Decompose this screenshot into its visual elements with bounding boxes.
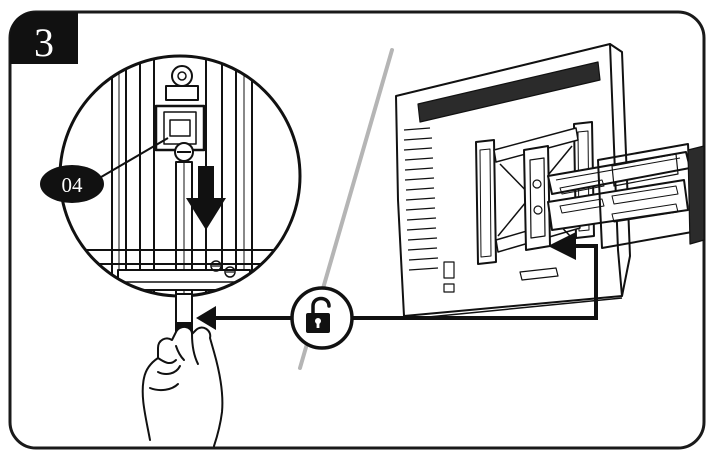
- connector-arrow: [214, 246, 598, 320]
- arrow-head-into-mount: [548, 232, 576, 260]
- step-badge: 3: [10, 12, 78, 65]
- arrow-down-icon: [186, 166, 226, 230]
- unlock-padlock-icon: [290, 286, 354, 350]
- callout-leader: [95, 137, 169, 181]
- mount-rail-left: [475, 139, 497, 265]
- detail-magnifier: [58, 54, 302, 298]
- wall-plate: [687, 145, 705, 245]
- part-callout: 04: [40, 165, 104, 203]
- step-number: 3: [34, 20, 54, 65]
- arrow-head-left: [196, 306, 216, 330]
- mount-arm-lower: [547, 179, 689, 231]
- part-id-label: 04: [62, 173, 84, 197]
- hand-icon: [141, 326, 224, 447]
